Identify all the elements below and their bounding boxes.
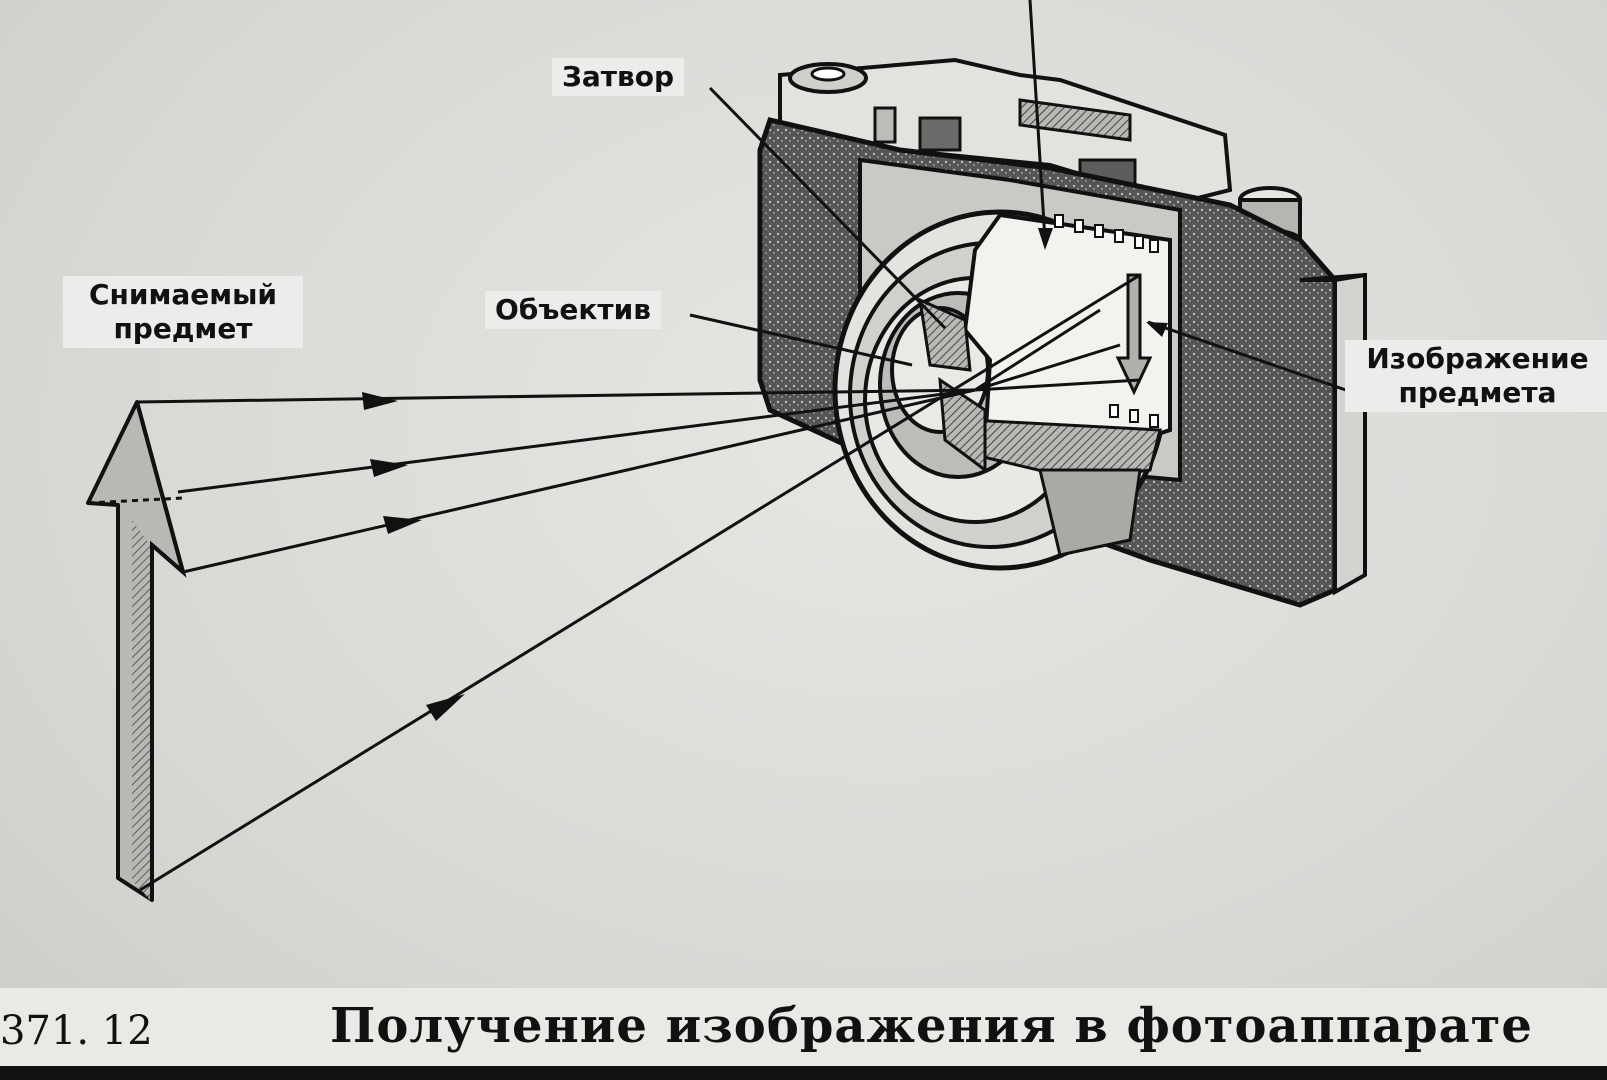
footer-edge [0,1066,1607,1080]
finder-window-left [918,116,962,152]
ray-3 [182,388,976,574]
lens-label: Объектив [485,291,661,329]
film-leader [1028,0,1047,241]
ray-4-arrowhead [426,694,465,721]
image-label-line1: Изображение [1366,342,1589,375]
small-knob [873,106,897,144]
ray-4 [139,273,1141,892]
ray-1-arrowhead [362,392,398,410]
lens-leader [689,313,913,367]
inverted-image-arrow [1115,273,1153,396]
ray-1 [136,388,976,404]
ray-2-arrowhead [370,459,408,477]
slide-caption: Получение изображения в фотоаппарате [330,998,1533,1054]
image-leader-arrowhead [1146,322,1168,337]
subject-label-line2: предмет [113,312,253,345]
shutter-leader [708,86,947,330]
accessory-shoe [1018,98,1132,142]
light-rays [136,273,1141,892]
film-leader-arrowhead [1038,228,1053,250]
shutter-element [918,297,972,372]
camera-illustration [757,57,1367,608]
subject-label-line1: Снимаемый [88,278,278,311]
ray-arrowheads [362,392,465,721]
subject-label: Снимаемый предмет [63,276,303,348]
image-leader [1147,320,1376,402]
film-perforations [1054,214,1159,428]
subject-arrow [86,400,187,902]
leader-lines [689,0,1376,402]
ray-3-arrowhead [383,516,422,534]
image-label-line2: предмета [1398,376,1557,409]
footer-bar [0,988,1607,1068]
shutter-label: Затвор [552,58,685,96]
image-label: Изображение предмета [1345,340,1607,412]
ray-2 [177,388,976,494]
slide-number: 371. 12 [0,1008,153,1054]
